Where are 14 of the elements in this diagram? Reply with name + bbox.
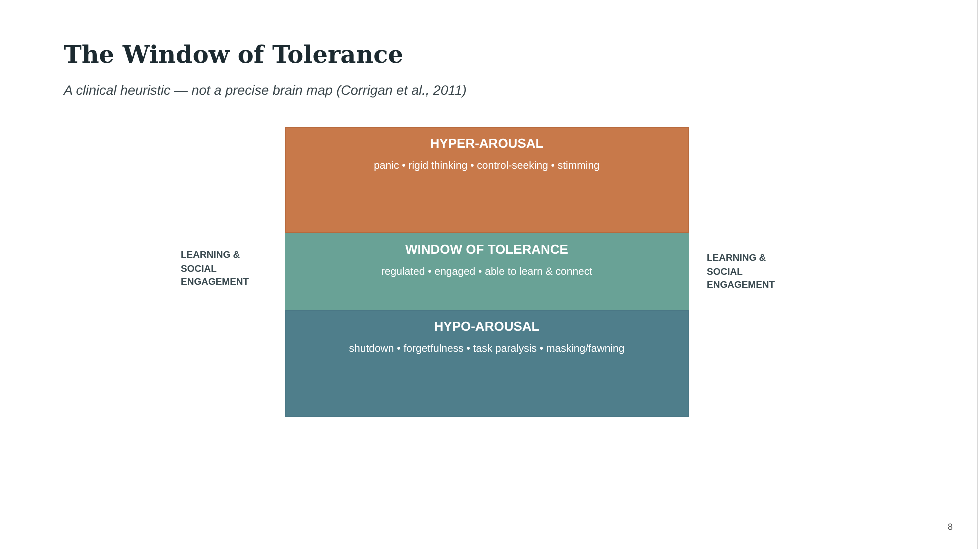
hypo-arousal-band [285,310,689,417]
tolerance-window-band [285,233,689,310]
band-description: regulated • engaged • able to learn & connect [381,265,593,279]
band-description: shutdown • forgetfulness • task paralysis • masking/fawning [349,342,625,356]
band-heading: WINDOW OF TOLERANCE [406,242,568,258]
slide-subtitle: A clinical heuristic — not a precise brain map (Corrigan et al., 2011) [64,82,467,100]
band-description: panic • rigid thinking • control-seeking • stimming [374,159,600,173]
band-heading: HYPER-AROUSAL [430,136,544,152]
page-number: 8 [948,522,954,533]
side-label: LEARNING & SOCIAL ENGAGEMENT [707,252,776,292]
hyper-arousal-band [285,127,689,233]
slide-title: The Window of Tolerance [64,40,404,70]
side-label: LEARNING & SOCIAL ENGAGEMENT [181,249,250,290]
band-heading: HYPO-AROUSAL [434,319,540,335]
